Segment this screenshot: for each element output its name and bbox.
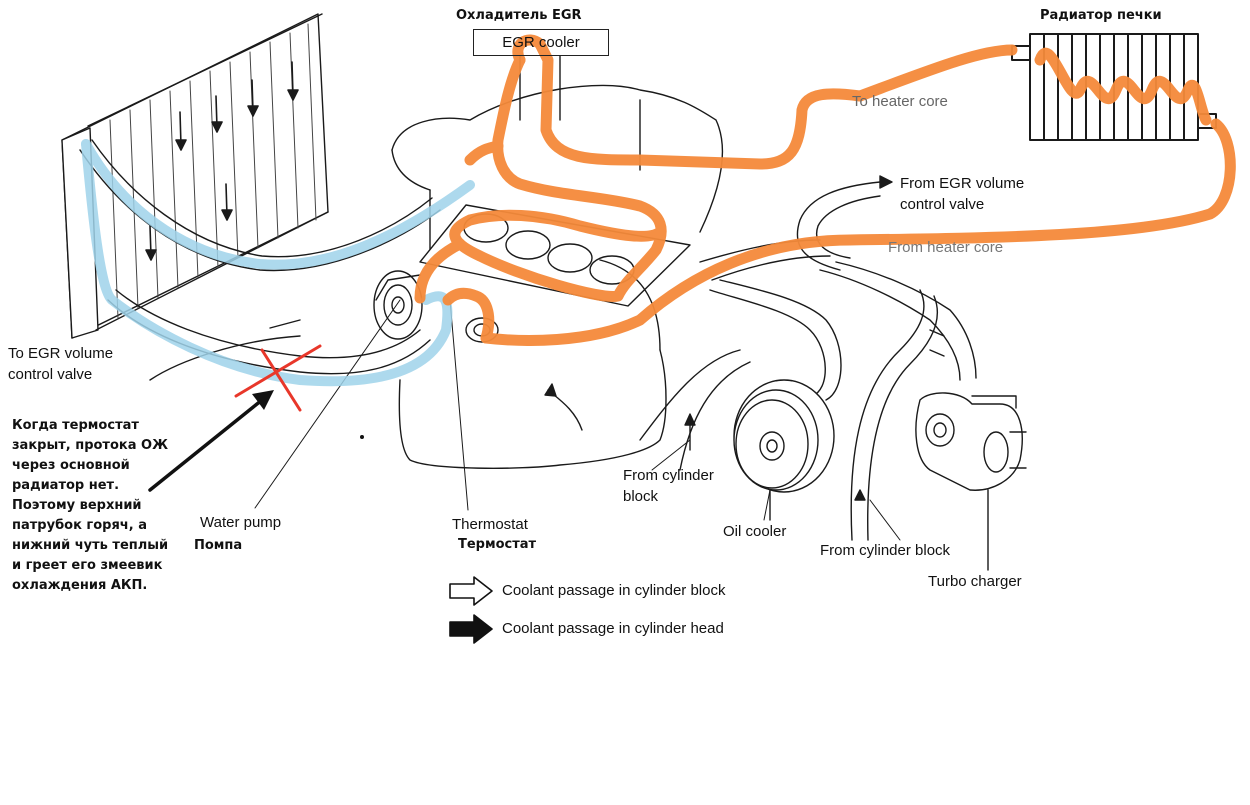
note-line: Когда термостат bbox=[12, 418, 139, 433]
to-egr-valve-label-1: To EGR volume bbox=[8, 345, 114, 362]
explanation-note: Когда термостат закрыт, протока ОЖ через… bbox=[12, 416, 187, 596]
note-line: охлаждения АКП. bbox=[12, 578, 148, 593]
from-cylinder-block-label-1: From cylinder bbox=[623, 467, 714, 484]
legend-solid-arrow-icon bbox=[449, 614, 493, 644]
dot-mark bbox=[360, 435, 364, 439]
cross-mark bbox=[234, 344, 322, 412]
right-hoses bbox=[639, 175, 977, 541]
oil-cooler bbox=[733, 379, 835, 521]
thermostat-ru-label: Термостат bbox=[458, 537, 537, 552]
egr-cooler-box: EGR cooler bbox=[473, 29, 609, 56]
from-egr-valve-label-2: control valve bbox=[900, 196, 985, 213]
egr-cooler-piping bbox=[519, 55, 561, 121]
cold-flow bbox=[81, 139, 475, 387]
note-line: радиатор нет. bbox=[12, 478, 120, 493]
legend-block-label: Coolant passage in cylinder block bbox=[502, 582, 726, 599]
turbo-charger-label: Turbo charger bbox=[928, 573, 1022, 590]
egr-cooler-ru-label: Охладитель EGR bbox=[456, 8, 582, 23]
note-line: Поэтому верхний bbox=[12, 498, 142, 513]
main-radiator bbox=[61, 13, 329, 339]
heater-radiator-ru-label: Радиатор печки bbox=[1040, 8, 1162, 23]
from-cylinder-block-b-label: From cylinder block bbox=[820, 542, 951, 559]
turbo-charger bbox=[915, 392, 1027, 571]
egr-cooler-label: EGR cooler bbox=[502, 34, 580, 51]
legend-arrows bbox=[449, 576, 493, 644]
from-cylinder-block-label-2: block bbox=[623, 488, 659, 505]
hot-flow bbox=[414, 34, 1236, 346]
to-egr-valve-label-2: control valve bbox=[8, 366, 93, 383]
leader-lines bbox=[254, 299, 901, 541]
note-line: патрубок горяч, а bbox=[12, 518, 147, 533]
legend-hollow-arrow-icon bbox=[449, 576, 493, 606]
note-line: закрыт, протока ОЖ bbox=[12, 438, 168, 453]
note-line: через основной bbox=[12, 458, 130, 473]
water-pump-label: Water pump bbox=[200, 514, 282, 531]
from-egr-valve-label-1: From EGR volume bbox=[900, 175, 1025, 192]
oil-cooler-label: Oil cooler bbox=[723, 523, 787, 540]
legend-head-label: Coolant passage in cylinder head bbox=[502, 620, 724, 637]
water-pump-ru-label: Помпа bbox=[194, 538, 243, 553]
water-pump bbox=[373, 270, 423, 340]
note-line: и греет его змеевик bbox=[12, 558, 163, 573]
note-arrow bbox=[148, 390, 274, 492]
from-heater-core-label: From heater core bbox=[888, 239, 1004, 256]
to-heater-core-label: To heater core bbox=[852, 93, 948, 110]
note-line: нижний чуть теплый bbox=[12, 538, 169, 553]
thermostat-label: Thermostat bbox=[452, 516, 528, 533]
